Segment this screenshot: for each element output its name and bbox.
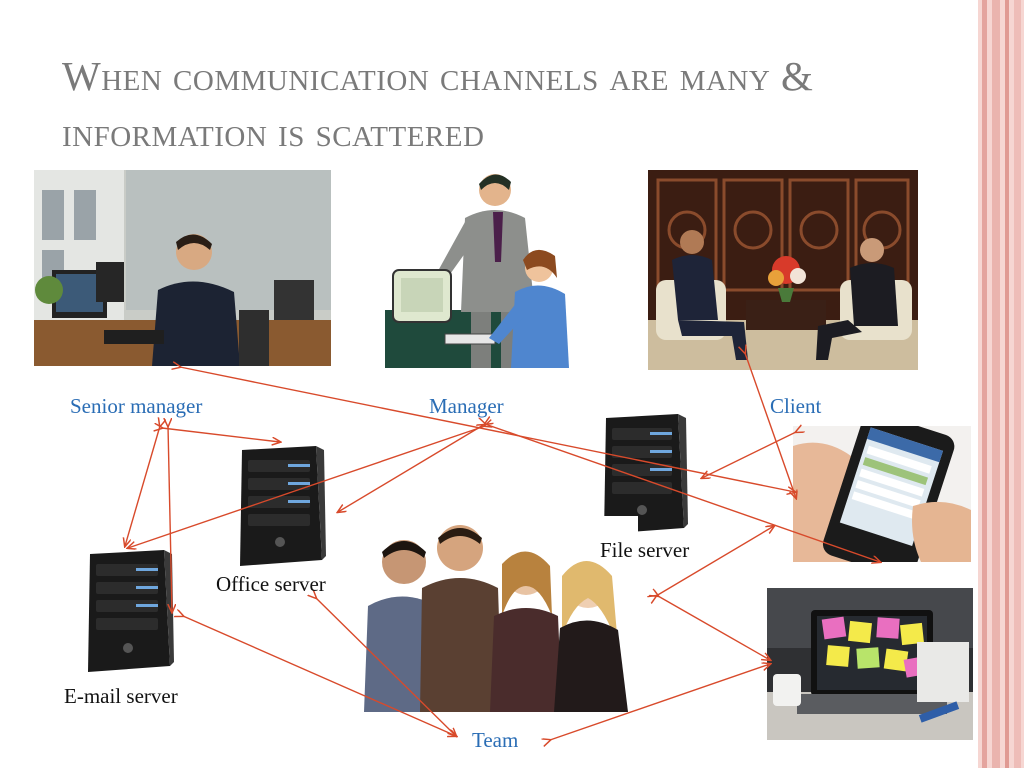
slide-title: When communication channels are many & i… [62,53,814,155]
team-label: Team [472,728,519,752]
file-server-label: File server [600,538,690,562]
laptop-sticky-notes-photo [767,588,973,740]
manager-label: Manager [429,394,504,418]
senior-manager-label: Senior manager [70,394,203,418]
office-server-label: Office server [216,572,326,596]
smartphone-photo [793,426,971,562]
senior-manager-photo [34,170,331,366]
client-meeting-photo [648,170,918,370]
email-server-icon [82,548,174,674]
team-photo [356,516,638,712]
email-server-label: E-mail server [64,684,178,708]
decorative-stripes [978,0,1024,768]
client-label: Client [770,394,822,418]
manager-illustration [385,162,575,368]
office-server-icon [234,444,326,568]
